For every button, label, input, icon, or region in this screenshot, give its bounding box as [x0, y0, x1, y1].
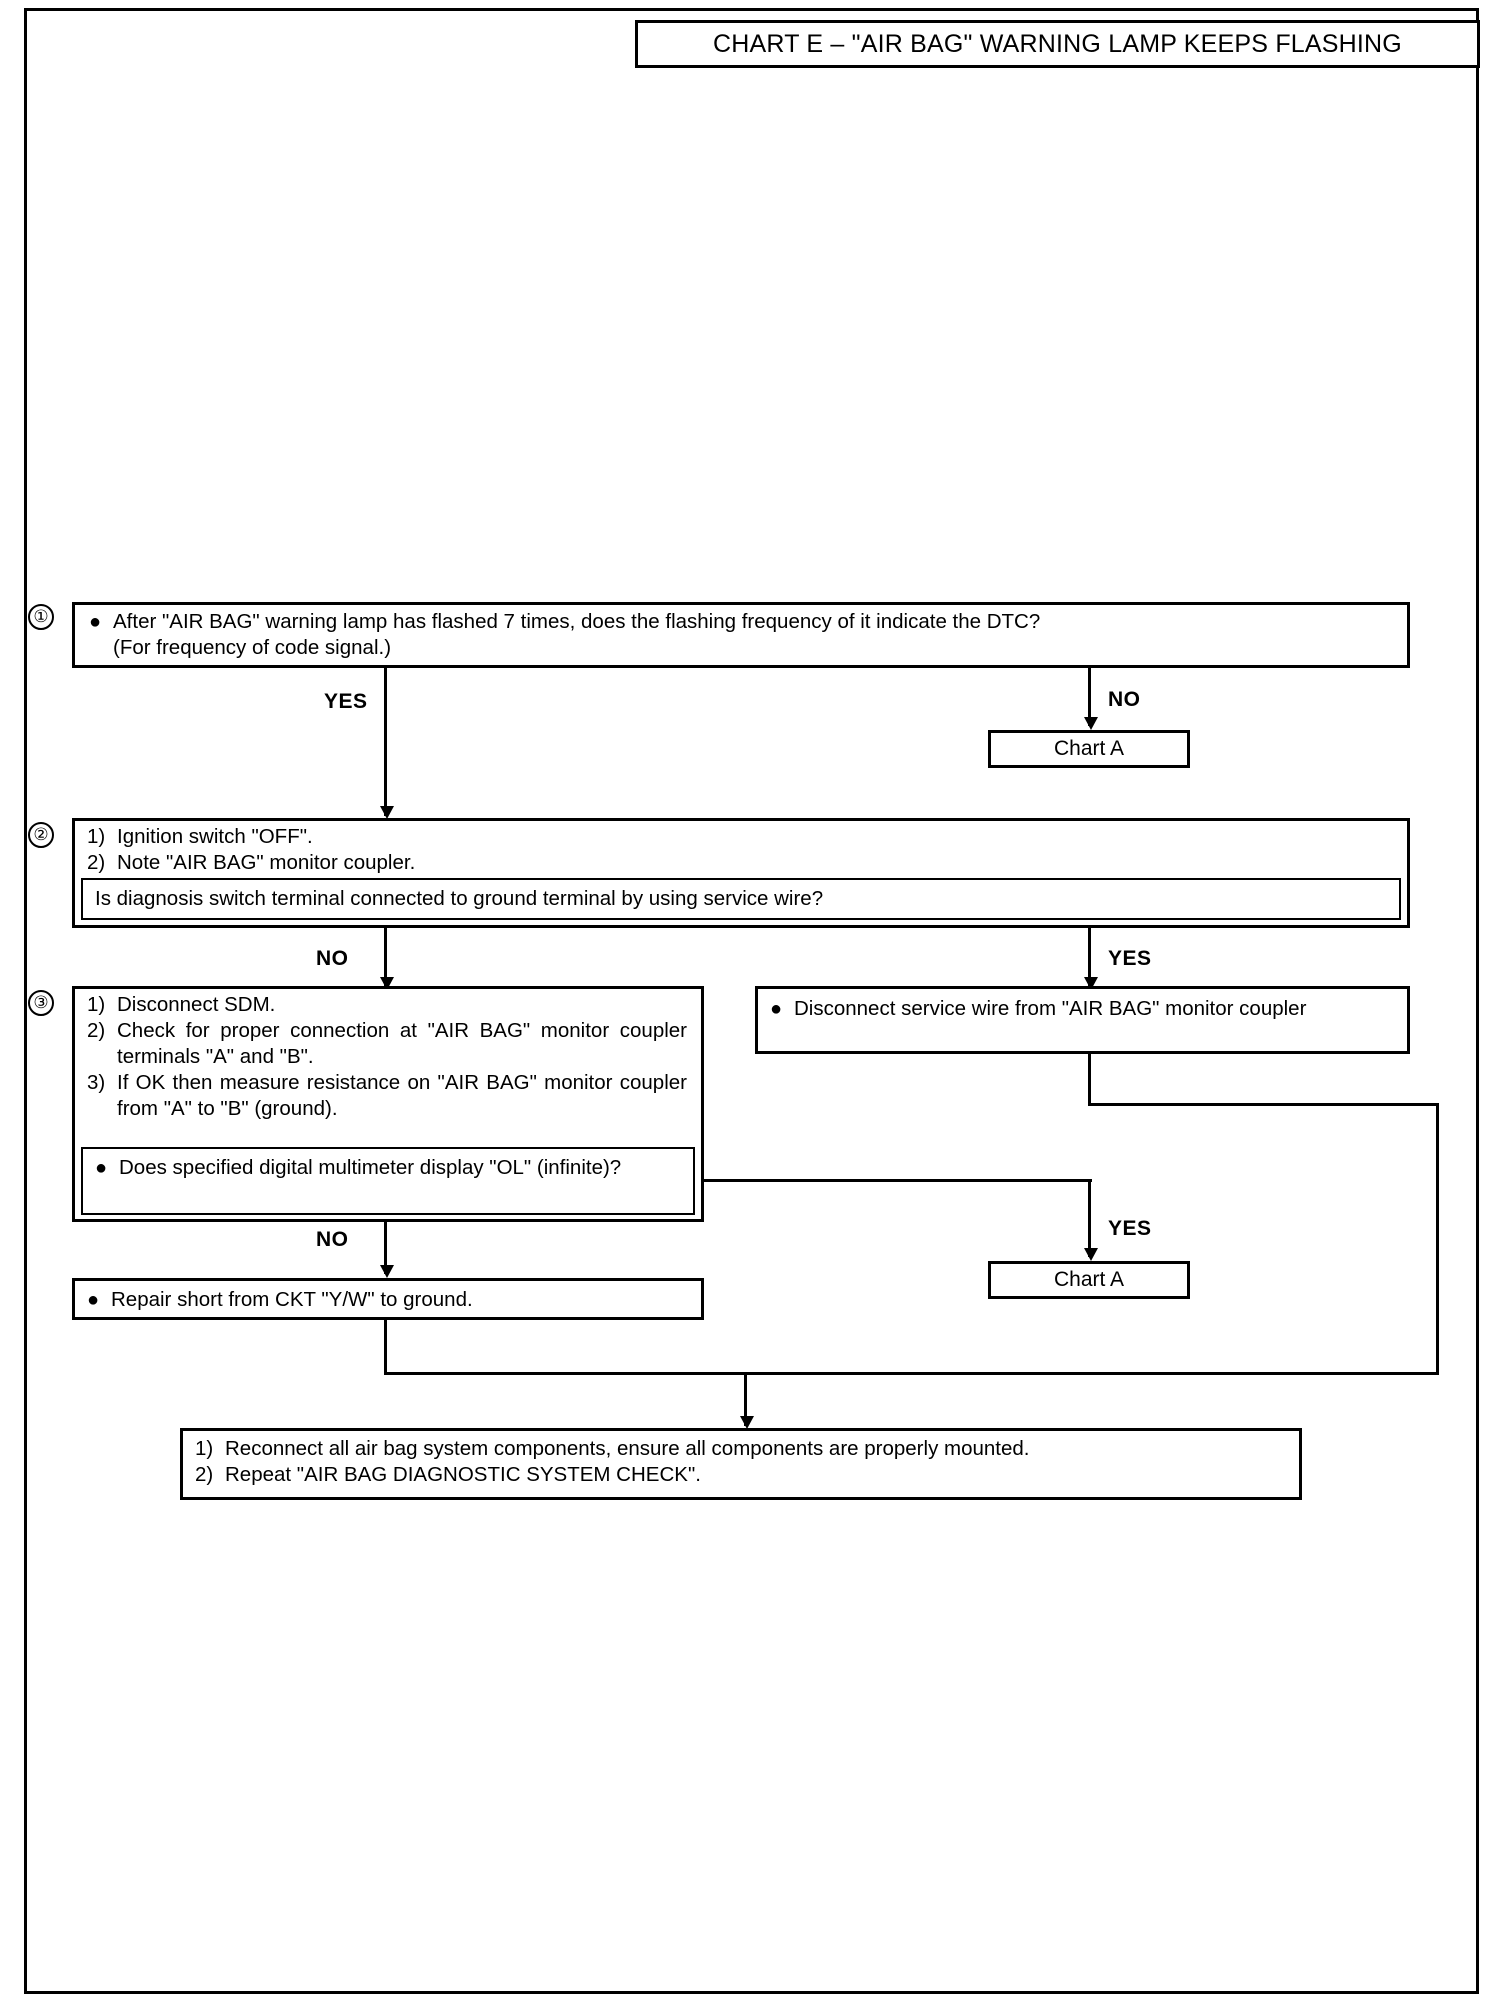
page-frame-top-rule: [24, 8, 1479, 11]
branch-label-no-q1: NO: [1108, 688, 1141, 711]
question-box-1: ● After "AIR BAG" warning lamp has flash…: [72, 602, 1410, 668]
connector-yes-from-q3-down: [1088, 1179, 1091, 1257]
bullet-icon: ●: [770, 998, 783, 1020]
page-frame-bottom-rule: [24, 1991, 1479, 1994]
action-box-3: 1) Disconnect SDM. 2) Check for proper c…: [72, 986, 704, 1222]
disconnect-wire-text: Disconnect service wire from "AIR BAG" m…: [794, 997, 1307, 1020]
connector-disconnect-right: [1088, 1103, 1439, 1106]
arrowhead-into-final: [740, 1416, 754, 1429]
question-3-text: Does specified digital multimeter displa…: [119, 1156, 622, 1179]
final-item-2: Repeat "AIR BAG DIAGNOSTIC SYSTEM CHECK"…: [225, 1463, 701, 1486]
connector-yes-from-q2: [1088, 928, 1091, 986]
step-number-3: ③: [28, 990, 54, 1016]
step3-item-1: Disconnect SDM.: [117, 993, 276, 1016]
branch-label-yes-q1: YES: [324, 690, 368, 713]
step3-item-2: Check for proper connection at "AIR BAG"…: [117, 1019, 687, 1068]
question-1-line-2: (For frequency of code signal.): [113, 636, 392, 659]
branch-label-yes-q3: YES: [1108, 1217, 1152, 1240]
page-frame-right-rule: [1476, 8, 1479, 1994]
chart-a-reference-top[interactable]: Chart A: [988, 730, 1190, 768]
arrowhead-no-from-q1: [1084, 717, 1098, 730]
connector-no-from-q3: [384, 1222, 387, 1274]
repair-short-text: Repair short from CKT "Y/W" to ground.: [111, 1288, 473, 1311]
branch-label-no-q3: NO: [316, 1228, 349, 1251]
bullet-icon: ●: [95, 1157, 108, 1179]
branch-label-no-q2: NO: [316, 947, 349, 970]
page-title: CHART E – "AIR BAG" WARNING LAMP KEEPS F…: [713, 29, 1402, 58]
connector-merge-horizontal: [384, 1372, 1439, 1375]
question-box-2: Is diagnosis switch terminal connected t…: [81, 878, 1401, 920]
connector-merge-down: [744, 1372, 747, 1426]
item-number: 1): [87, 825, 106, 848]
action-box-2: 1) Ignition switch "OFF". 2) Note "AIR B…: [72, 818, 1410, 928]
item-number: 1): [195, 1437, 214, 1460]
page-frame-left-rule: [24, 8, 27, 1994]
action-box-repair-short: ● Repair short from CKT "Y/W" to ground.: [72, 1278, 704, 1320]
arrowhead-yes-from-q1: [380, 806, 394, 819]
question-2-text: Is diagnosis switch terminal connected t…: [95, 887, 824, 910]
item-number: 1): [87, 993, 106, 1016]
connector-yes-from-q1: [384, 668, 387, 816]
action-box-disconnect-wire: ● Disconnect service wire from "AIR BAG"…: [755, 986, 1410, 1054]
connector-repair-down: [384, 1320, 387, 1375]
item-number: 2): [87, 851, 106, 874]
step2-item-1: Ignition switch "OFF".: [117, 825, 313, 848]
question-box-3: ● Does specified digital multimeter disp…: [81, 1147, 695, 1215]
item-number: 3): [87, 1071, 106, 1094]
question-1-line-1: After "AIR BAG" warning lamp has flashed…: [113, 610, 1041, 633]
connector-disconnect-down: [1088, 1054, 1091, 1106]
final-action-box: 1) Reconnect all air bag system componen…: [180, 1428, 1302, 1500]
chart-title-box: CHART E – "AIR BAG" WARNING LAMP KEEPS F…: [635, 20, 1480, 68]
step-number-1: ①: [28, 604, 54, 630]
step2-item-2: Note "AIR BAG" monitor coupler.: [117, 851, 416, 874]
connector-right-rail-down: [1436, 1103, 1439, 1375]
branch-label-yes-q2: YES: [1108, 947, 1152, 970]
step3-item-3: If OK then measure resistance on "AIR BA…: [117, 1071, 687, 1120]
bullet-icon: ●: [87, 1289, 100, 1311]
item-number: 2): [195, 1463, 214, 1486]
connector-no-from-q2: [384, 928, 387, 986]
arrowhead-yes-from-q3: [1084, 1248, 1098, 1261]
chart-a-reference-mid[interactable]: Chart A: [988, 1261, 1190, 1299]
connector-no-from-q1: [1088, 668, 1091, 726]
step-number-2: ②: [28, 822, 54, 848]
final-item-1: Reconnect all air bag system components,…: [225, 1437, 1030, 1460]
item-number: 2): [87, 1019, 106, 1042]
arrowhead-no-from-q3: [380, 1265, 394, 1278]
bullet-icon: ●: [89, 611, 102, 633]
connector-yes-from-q3: [704, 1179, 1092, 1182]
